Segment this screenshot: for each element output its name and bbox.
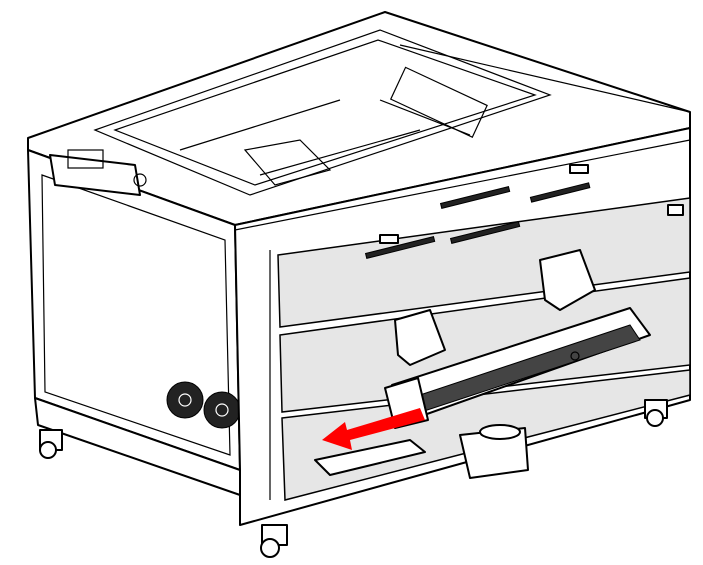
vent-fan-2 — [203, 391, 241, 429]
vent-fan-1 — [166, 381, 204, 419]
front-face — [234, 127, 691, 526]
laser-gantry — [384, 249, 651, 429]
caster-front-mid — [260, 524, 288, 558]
casters — [39, 399, 668, 558]
caster-front-left — [39, 429, 63, 459]
vent-slots — [364, 182, 591, 259]
caster-back-right — [644, 399, 668, 427]
direction-arrow-icon — [322, 408, 425, 450]
